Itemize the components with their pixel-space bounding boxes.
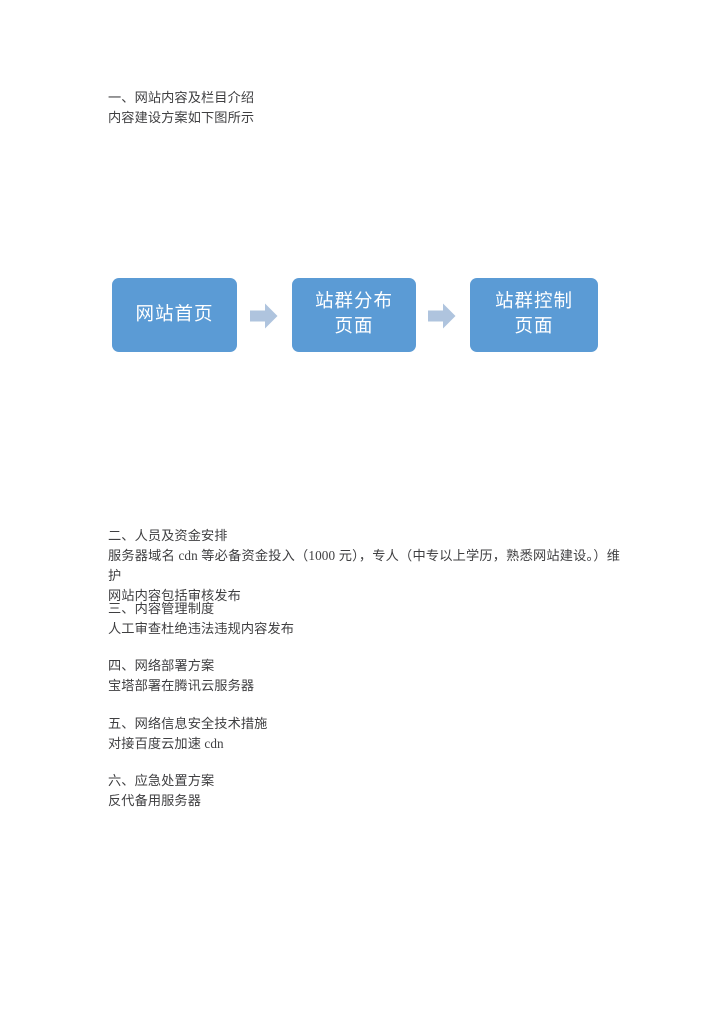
section-network-deployment: 四、网络部署方案 宝塔部署在腾讯云服务器 bbox=[108, 656, 620, 696]
section-emergency-plan: 六、应急处置方案 反代备用服务器 bbox=[108, 771, 620, 811]
flow-box-site-group-distribution: 站群分布 页面 bbox=[292, 278, 416, 352]
section-network-deployment-line: 宝塔部署在腾讯云服务器 bbox=[108, 678, 255, 693]
section-intro-heading: 一、网站内容及栏目介绍 bbox=[108, 90, 255, 105]
section-staff-and-funding-line-1: 服务器域名 cdn 等必备资金投入（1000 元），专人（中专以上学历，熟悉网站… bbox=[108, 548, 620, 583]
section-staff-and-funding: 二、人员及资金安排 服务器域名 cdn 等必备资金投入（1000 元），专人（中… bbox=[108, 526, 620, 606]
flow-box-homepage: 网站首页 bbox=[112, 278, 237, 352]
arrow-right-icon bbox=[428, 303, 456, 329]
section-content-management-heading: 三、内容管理制度 bbox=[108, 601, 215, 616]
flow-box-site-group-control: 站群控制 页面 bbox=[470, 278, 598, 352]
content-flow-diagram: 网站首页 站群分布 页面 站群控制 页面 bbox=[112, 278, 598, 354]
section-content-management: 三、内容管理制度 人工审查杜绝违法违规内容发布 bbox=[108, 599, 620, 639]
section-intro: 一、网站内容及栏目介绍 内容建设方案如下图所示 bbox=[108, 88, 620, 128]
section-emergency-plan-line: 反代备用服务器 bbox=[108, 793, 202, 808]
flow-box-site-group-distribution-label: 站群分布 页面 bbox=[314, 292, 393, 337]
flow-box-homepage-label: 网站首页 bbox=[135, 304, 214, 325]
section-staff-and-funding-line-2: 网站内容包括审核发布 bbox=[108, 588, 241, 603]
section-security-measures-line: 对接百度云加速 cdn bbox=[108, 736, 224, 751]
section-staff-and-funding-heading: 二、人员及资金安排 bbox=[108, 528, 228, 543]
section-intro-line: 内容建设方案如下图所示 bbox=[108, 110, 255, 125]
section-emergency-plan-heading: 六、应急处置方案 bbox=[108, 773, 215, 788]
section-security-measures-heading: 五、网络信息安全技术措施 bbox=[108, 716, 268, 731]
arrow-right-icon bbox=[250, 303, 278, 329]
section-content-management-line: 人工审查杜绝违法违规内容发布 bbox=[108, 621, 295, 636]
section-network-deployment-heading: 四、网络部署方案 bbox=[108, 658, 215, 673]
flow-box-site-group-control-label: 站群控制 页面 bbox=[494, 292, 573, 337]
section-security-measures: 五、网络信息安全技术措施 对接百度云加速 cdn bbox=[108, 714, 620, 754]
